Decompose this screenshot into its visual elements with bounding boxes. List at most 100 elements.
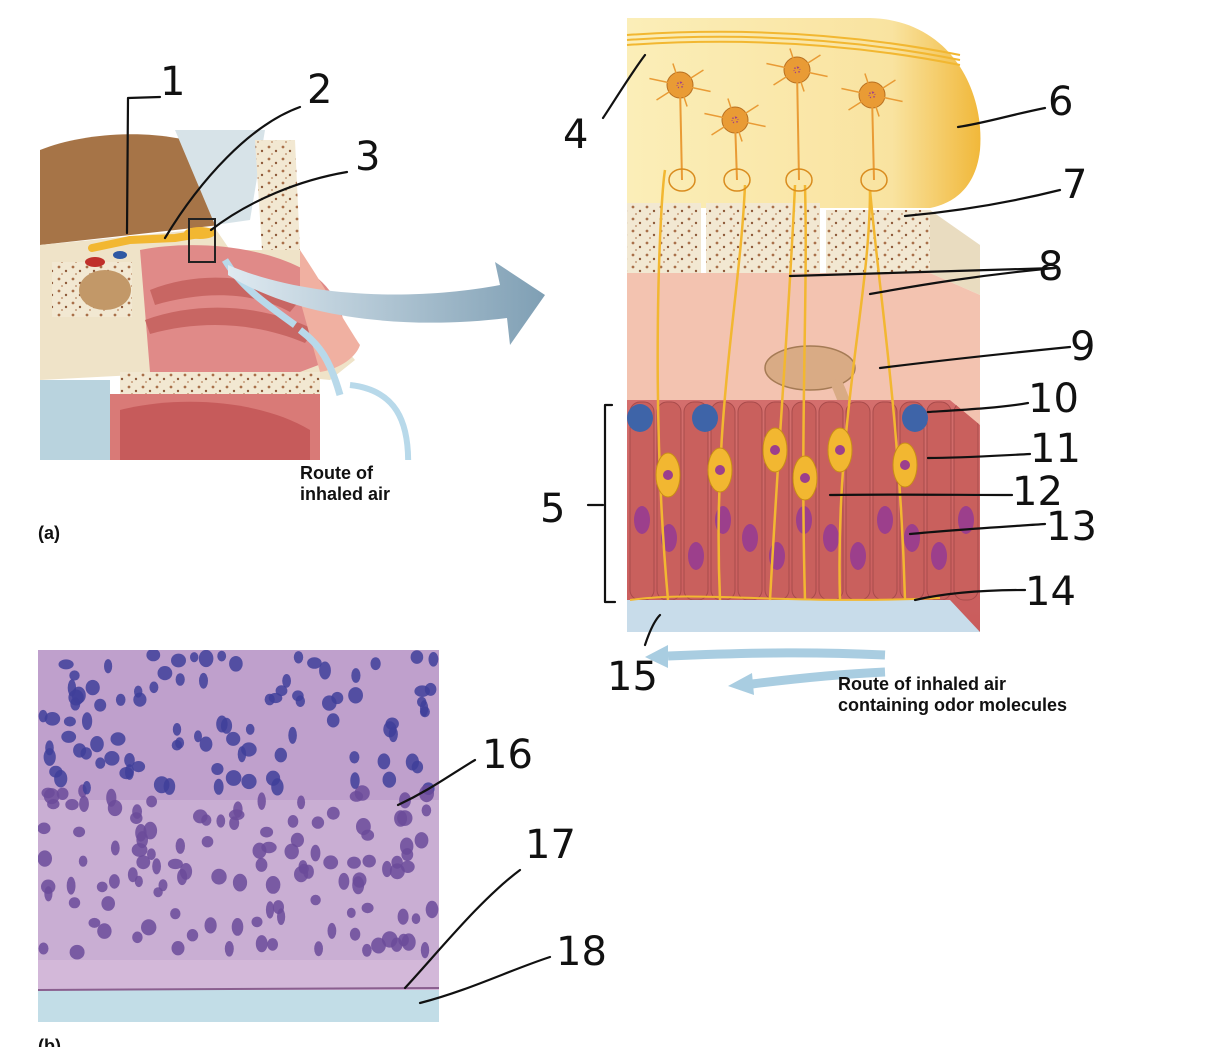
histology-nucleus (94, 698, 107, 712)
histology-nucleus (419, 785, 434, 803)
mitral-cells (649, 48, 903, 192)
histology-nucleus (201, 836, 214, 848)
histology-nucleus (115, 693, 126, 706)
histology-nucleus (257, 792, 266, 810)
histology-nucleus (411, 760, 424, 774)
label-17: 17 (525, 822, 576, 868)
histology-nucleus (135, 824, 147, 842)
histology-nucleus (288, 726, 297, 744)
histology-nucleus (66, 876, 76, 895)
label-2: 2 (307, 67, 332, 113)
label-11: 11 (1030, 426, 1081, 472)
air-arrow-upper (667, 648, 886, 661)
supporting-cell-nucleus (850, 542, 866, 570)
mitral-dendrite (734, 119, 743, 142)
histology-nucleus (193, 809, 208, 824)
histology-nucleus (420, 942, 430, 959)
histology-nucleus (397, 810, 413, 826)
histology-nucleus (110, 732, 126, 746)
histology-nucleus (44, 886, 53, 902)
histology-nucleus (260, 826, 274, 838)
histology-nucleus (65, 799, 79, 811)
histology-nucleus (136, 855, 151, 870)
label-16: 16 (482, 732, 533, 778)
receptor-cell-nucleus (663, 470, 673, 480)
histology-nucleus (349, 791, 364, 802)
histology-nucleus (127, 867, 138, 883)
label-9: 9 (1070, 324, 1095, 370)
histology-nucleus (255, 857, 268, 872)
histology-nucleus (264, 693, 275, 706)
histology-nucleus (338, 872, 350, 890)
histology-nucleus (141, 919, 157, 936)
receptor-cell-nucleus (800, 473, 810, 483)
histology-nucleus (224, 941, 234, 957)
histology-nucleus (352, 876, 365, 895)
mitral-dendrite (796, 54, 821, 71)
leader-lines (125, 53, 1072, 1005)
cribriform-plate-side (930, 210, 980, 295)
receptor-cell-nucleus (770, 445, 780, 455)
cervical-region (40, 380, 110, 460)
histology-nucleus (216, 814, 226, 828)
label-5: 5 (540, 486, 565, 532)
histology-nucleus (56, 787, 69, 800)
histology-nucleus (277, 908, 286, 925)
histology-nucleus (41, 787, 55, 799)
histology-nucleus (38, 850, 52, 867)
histology-nucleus (293, 651, 304, 664)
nerve-fiber (768, 184, 797, 601)
nerve-fiber (802, 184, 807, 601)
histology-nucleus (382, 771, 397, 788)
histology-nucleus (69, 670, 80, 681)
supporting-cell (872, 401, 898, 601)
histology-nucleus (104, 659, 113, 674)
histology-nucleus (190, 652, 199, 663)
supporting-cell-nucleus (634, 506, 650, 534)
histology-nucleus (175, 838, 185, 854)
histology-nucleus (348, 687, 363, 704)
histology-nucleus (146, 650, 161, 662)
mitral-dendrite (711, 119, 736, 136)
histology-nucleus (410, 650, 424, 664)
histology-nucleus (134, 875, 143, 888)
histology-nucleus (326, 806, 340, 820)
basal-fiber-network (629, 595, 941, 601)
histology-nucleus (265, 876, 281, 894)
mitral-dendrite (796, 69, 805, 92)
histology-nucleus (237, 746, 247, 763)
histology-nucleus (331, 691, 344, 705)
nerve-fiber (717, 184, 747, 601)
histology-nucleus (295, 695, 305, 707)
label-13: 13 (1046, 504, 1097, 550)
histology-nucleus (401, 848, 414, 862)
mitral-dendrite (871, 79, 896, 96)
histology-nucleus (274, 747, 287, 763)
histology-nucleus (421, 804, 432, 817)
olfactory-gland (764, 345, 856, 391)
histology-nucleus (265, 901, 275, 919)
panel-a-caption-line2: inhaled air (300, 484, 390, 504)
magnified-region-box (188, 218, 216, 263)
histology-nucleus (282, 674, 291, 688)
histology-nucleus (104, 751, 120, 766)
histology-nucleus (175, 673, 185, 686)
histology-nucleus (147, 848, 156, 860)
histology-nucleus (226, 731, 241, 746)
histology-nucleus (314, 941, 323, 957)
air-flow-middle (297, 327, 344, 396)
histology-nucleus (323, 855, 339, 870)
histology-nucleus (199, 736, 213, 752)
glomerulus (723, 168, 751, 192)
histology-nucleus (310, 844, 321, 862)
histology-nucleus (351, 668, 361, 683)
histology-nucleus (284, 843, 299, 860)
histology-nucleus (124, 753, 135, 768)
mitral-dendrite (656, 84, 681, 101)
label-15: 15 (607, 654, 658, 700)
histology-nucleus (82, 712, 93, 730)
histology-nucleus (428, 652, 439, 667)
receptor-cell-nucleus (900, 460, 910, 470)
sphenoid-sinus (79, 270, 131, 310)
histology-nucleus (170, 908, 181, 920)
